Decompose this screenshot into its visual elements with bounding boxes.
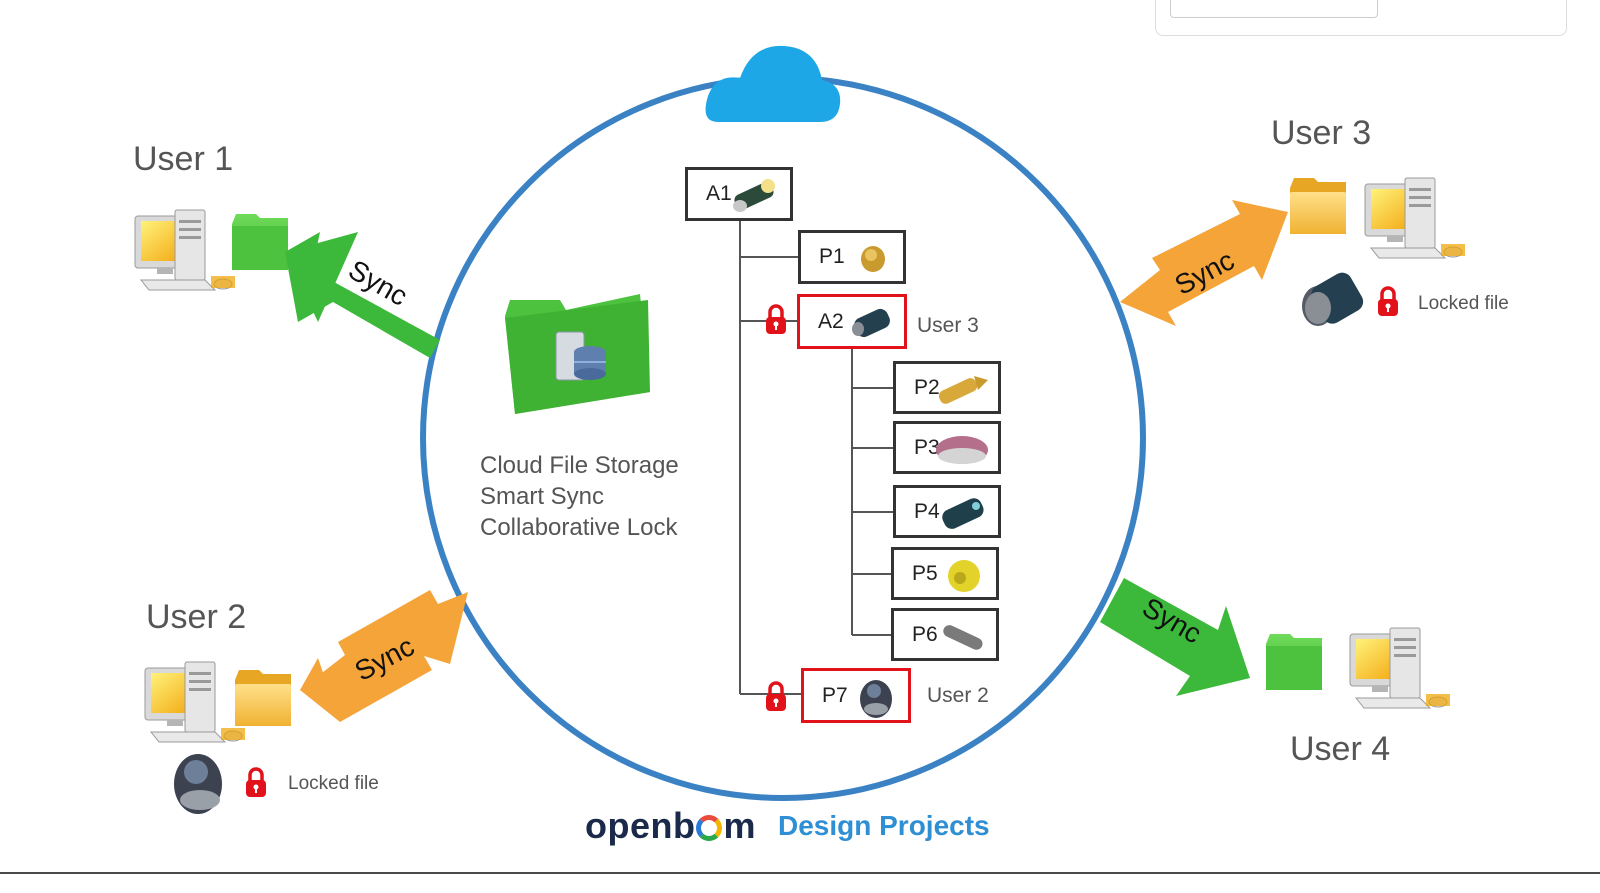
- user1-computer-icon: [134, 209, 236, 291]
- top-right-panel-field: [1170, 0, 1378, 18]
- lock-icon-a2: [764, 304, 788, 336]
- tree-connectors: [739, 220, 894, 695]
- locked-part-thumbnail-user2: [174, 754, 222, 814]
- locked-part-thumbnail-user3: [1302, 272, 1364, 326]
- cloud-icon: [705, 45, 841, 123]
- user4-computer-icon: [1349, 627, 1451, 709]
- feature-cloud-storage: Cloud File Storage: [480, 452, 679, 479]
- cloud-storage-folder-icon: [505, 294, 650, 414]
- lock-icon-user2: [244, 767, 268, 799]
- sync-arrow-user4: [1100, 578, 1250, 696]
- tree-node-a2-owner: User 3: [917, 314, 979, 337]
- part-thumbnail-icon: [936, 436, 988, 464]
- part-thumbnail-icon: [948, 560, 980, 592]
- tree-node-a2[interactable]: A2: [797, 294, 907, 349]
- feature-collaborative-lock: Collaborative Lock: [480, 514, 678, 541]
- locked-file-label-user3: Locked file: [1418, 293, 1509, 314]
- tree-node-p2[interactable]: P2: [893, 361, 1001, 414]
- tree-node-label: A2: [818, 309, 844, 333]
- tree-node-label: A1: [706, 182, 732, 205]
- bottom-divider: [0, 872, 1600, 874]
- lock-icon-user3: [1376, 286, 1400, 318]
- tree-node-label: P6: [912, 622, 938, 646]
- tree-node-a1[interactable]: A1: [685, 167, 793, 221]
- tree-node-label: P1: [819, 245, 845, 268]
- user4-folder-icon: [1266, 634, 1322, 690]
- tree-node-p6[interactable]: P6: [891, 608, 999, 661]
- user2-folder-icon: [235, 670, 291, 726]
- user3-label: User 3: [1271, 114, 1372, 152]
- part-thumbnail-icon: [861, 246, 885, 272]
- feature-smart-sync: Smart Sync: [480, 483, 605, 510]
- part-thumbnail-icon: [942, 498, 984, 529]
- logo-prefix: openb: [585, 805, 696, 846]
- tree-node-p7[interactable]: P7: [801, 668, 911, 723]
- user4-label: User 4: [1290, 730, 1391, 768]
- user3-folder-icon: [1290, 178, 1346, 234]
- tree-node-p5[interactable]: P5: [891, 547, 999, 600]
- part-thumbnail-icon: [938, 376, 988, 404]
- user2-computer-icon: [144, 661, 246, 743]
- assembly-thumbnail-icon: [852, 308, 890, 338]
- feature-list: Cloud File Storage Smart Sync Collaborat…: [480, 450, 679, 543]
- tree-node-label: P3: [914, 435, 940, 459]
- lock-icon-p7: [764, 681, 788, 713]
- part-thumbnail-icon: [860, 680, 892, 718]
- tree-node-label: P4: [914, 499, 940, 523]
- tree-node-p7-owner: User 2: [927, 684, 989, 707]
- part-thumbnail-icon: [943, 625, 983, 650]
- assembly-thumbnail-icon: [733, 179, 775, 212]
- tree-node-p1[interactable]: P1: [798, 230, 906, 284]
- locked-file-label-user2: Locked file: [288, 773, 379, 794]
- user2-label: User 2: [146, 598, 247, 636]
- brand-tagline: Design Projects: [778, 810, 990, 841]
- sync-arrow-user1: [285, 232, 440, 358]
- logo-suffix: m: [723, 805, 756, 846]
- logo-ring-icon: [696, 815, 723, 841]
- sync-arrow-user3: [1120, 200, 1288, 326]
- user1-label: User 1: [133, 140, 234, 178]
- sync-arrow-user2: [300, 590, 468, 722]
- tree-node-label: P2: [914, 375, 940, 399]
- user1-folder-icon: [232, 214, 288, 270]
- tree-node-label: P5: [912, 561, 938, 585]
- tree-node-label: P7: [822, 683, 848, 707]
- user3-computer-icon: [1364, 177, 1466, 259]
- tree-node-p4[interactable]: P4: [893, 485, 1001, 538]
- top-right-panel: [1155, 0, 1567, 36]
- tree-node-p3[interactable]: P3: [893, 421, 1001, 474]
